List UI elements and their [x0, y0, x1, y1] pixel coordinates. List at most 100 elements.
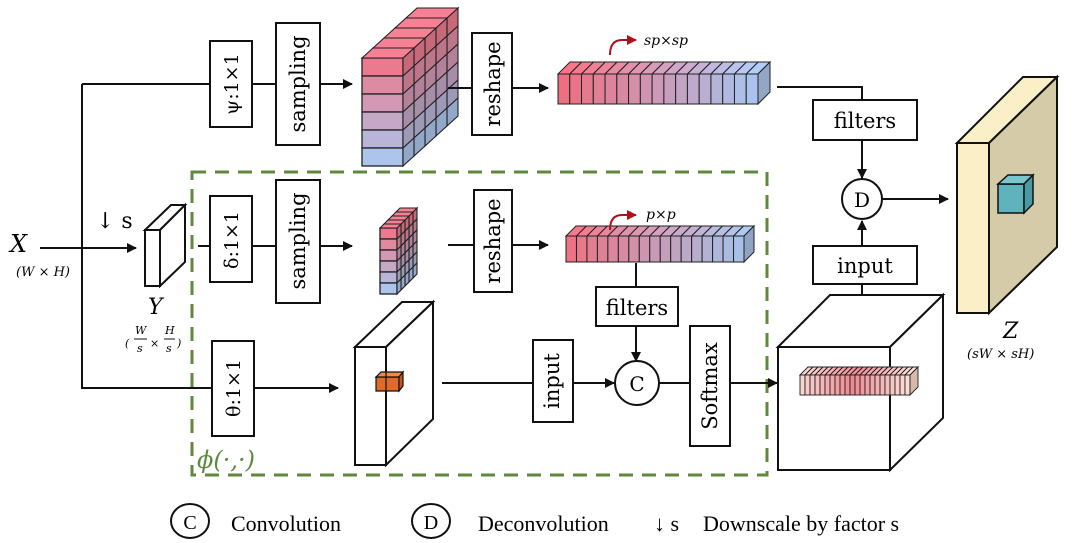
vector-end-face — [757, 60, 771, 106]
vector-cell — [651, 73, 665, 105]
svg-text:): ) — [176, 337, 181, 350]
kernel-cell — [379, 260, 398, 273]
vector-cell — [557, 73, 571, 105]
legend-downscale-symbol: ↓ s — [654, 511, 679, 536]
legend-item-downscale: ↓ s Downscale by factor s — [654, 511, 899, 536]
top-reshape-box — [471, 32, 513, 136]
psi-conv-label: ψ:1×1 — [221, 53, 243, 114]
vector-cell — [698, 73, 712, 105]
kernel-top-cell — [382, 219, 407, 225]
kernel-top-cell — [390, 211, 415, 217]
psi-conv-box — [209, 40, 253, 128]
patch-cube — [374, 370, 405, 393]
weight-cell — [809, 374, 816, 396]
legend-deconvolution-symbol-text: D — [424, 512, 438, 534]
bottom-input-label: input — [540, 353, 564, 409]
vector-cell — [639, 73, 653, 105]
theta-conv-box — [211, 340, 255, 437]
svg-text:×: × — [150, 337, 159, 350]
legend-item-deconvolution: D Deconvolution — [411, 503, 609, 539]
middle-reshape-box — [473, 189, 513, 293]
x-size-label: (W × H) — [16, 265, 70, 280]
top-reshape-label: reshape — [481, 41, 505, 126]
vector-cell — [670, 235, 682, 263]
legend-deconvolution-symbol — [411, 503, 451, 539]
vector-cell — [710, 73, 724, 105]
downscale-label: ↓ s — [96, 209, 133, 234]
delta-conv-box — [209, 195, 253, 283]
weight-cell — [864, 374, 871, 396]
bottom-input-box — [532, 339, 574, 423]
svg-text:H: H — [164, 324, 175, 337]
phi-dashed-region — [190, 170, 769, 477]
kernel-cell — [361, 93, 404, 113]
vector-cell — [628, 73, 641, 105]
y-feature-map — [142, 202, 188, 289]
weight-cell — [904, 374, 911, 396]
middle-vector-arrow — [609, 210, 637, 231]
weight-cell — [889, 374, 896, 396]
weight-cell — [814, 374, 821, 396]
legend: C Convolution D Deconvolution ↓ s Downsc… — [170, 503, 899, 539]
middle-vector-annotation: p×p — [646, 207, 676, 223]
vector-cell — [675, 73, 688, 105]
z-label: Z — [1002, 319, 1019, 344]
middle-kernel-block — [378, 206, 419, 296]
vector-cell — [628, 235, 640, 263]
legend-item-convolution: C Convolution — [170, 503, 341, 539]
z-size-label: (sW × sH) — [967, 347, 1034, 362]
kernel-cell — [361, 75, 404, 95]
vector-cell — [745, 73, 759, 105]
kernel-cell — [379, 227, 398, 240]
vector-cell — [733, 235, 745, 263]
middle-reshaped-vector — [564, 224, 756, 264]
weight-cell — [804, 374, 811, 396]
vector-cell — [680, 235, 693, 263]
vector-cell — [722, 235, 735, 263]
vector-cell — [592, 73, 606, 105]
kernel-side-cell — [402, 136, 415, 168]
legend-convolution-label: Convolution — [231, 511, 341, 536]
kernel-cell — [361, 57, 404, 77]
kernel-cell — [361, 111, 404, 131]
kernel-cell — [379, 282, 398, 295]
weight-end-face — [909, 365, 919, 397]
vector-cell — [712, 235, 724, 263]
vector-cell — [686, 73, 700, 105]
middle-reshape-label: reshape — [481, 198, 505, 283]
top-sampling-label: sampling — [286, 35, 310, 132]
z-output-map — [954, 74, 1060, 316]
weight-cell — [819, 374, 826, 396]
y-size-label: ( W s × H s ) — [125, 324, 181, 355]
legend-downscale-label: Downscale by factor s — [703, 511, 899, 536]
output-input-box — [812, 245, 918, 285]
vector-cell — [581, 73, 594, 105]
theta-feature-map — [352, 299, 436, 468]
output-input-label: input — [837, 254, 893, 278]
top-kernel-block — [360, 6, 460, 168]
z-output-voxel — [997, 183, 1025, 214]
weight-cell — [894, 374, 901, 396]
vector-cell — [607, 235, 619, 263]
svg-text:s: s — [137, 342, 143, 355]
middle-sampling-box — [275, 179, 321, 304]
vector-cell — [649, 235, 661, 263]
weight-cell — [859, 374, 866, 396]
weight-cell — [884, 374, 891, 396]
weight-cell — [839, 374, 846, 396]
convolution-op-label: C — [629, 372, 644, 396]
vector-cell — [701, 235, 714, 263]
kernel-cell — [361, 129, 404, 149]
vector-cell — [659, 235, 672, 263]
x-label: X — [8, 230, 28, 258]
weight-cell — [844, 374, 851, 396]
svg-text:s: s — [166, 342, 172, 355]
kernel-top-cell — [394, 207, 419, 213]
vector-cell — [569, 73, 583, 105]
kernel-cell — [361, 147, 404, 167]
vector-cell — [586, 235, 598, 263]
weight-cell — [874, 374, 881, 396]
kernel-top-cell — [378, 223, 403, 229]
vector-end-face — [743, 224, 755, 264]
